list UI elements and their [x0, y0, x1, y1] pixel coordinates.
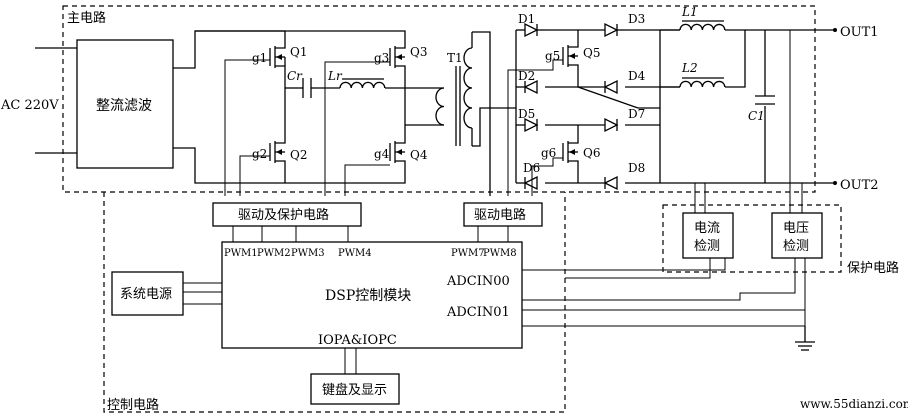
- current-detect-label-2: 检测: [694, 239, 720, 254]
- pin-pwm4: PWM4: [338, 248, 372, 259]
- diode-d5: [524, 117, 539, 133]
- d4-label: D4: [628, 69, 646, 83]
- pin-iopa-iopc: IOPA&IOPC: [318, 333, 397, 348]
- capacitor-c1: [755, 95, 775, 105]
- q2-label: Q2: [290, 148, 307, 162]
- c1-label: C1: [748, 109, 765, 123]
- drive-protection-label: 驱动及保护电路: [238, 207, 329, 223]
- d3-label: D3: [628, 12, 645, 26]
- system-power-label: 系统电源: [120, 287, 172, 302]
- diode-d6: [523, 175, 538, 191]
- d5-label: D5: [518, 107, 535, 121]
- main-circuit-label: 主电路: [67, 10, 106, 26]
- mosfet-q5: [507, 44, 579, 196]
- pin-pwm7: PWM7: [451, 248, 485, 259]
- secondary-wiring: [476, 29, 680, 184]
- output-terminals: [833, 28, 837, 185]
- pin-pwm3: PWM3: [291, 248, 325, 259]
- cr-label: Cr: [287, 69, 303, 83]
- protection-circuit-label: 保护电路: [847, 260, 899, 276]
- transformer-t1: [435, 31, 491, 196]
- out1-label: OUT1: [840, 25, 879, 40]
- mosfet-q1: [224, 45, 286, 196]
- inverter-bridge-wiring: [173, 30, 444, 184]
- diode-d3: [604, 22, 625, 38]
- diode-d2: [523, 79, 538, 95]
- d8-label: D8: [628, 161, 645, 175]
- pin-pwm8: PWM8: [483, 248, 517, 259]
- ac-input: AC 220V: [0, 47, 77, 154]
- d1-label: D1: [518, 12, 535, 26]
- pin-pwm2: PWM2: [257, 248, 291, 259]
- capacitor-cr: [300, 78, 315, 98]
- mosfet-q3: [324, 45, 406, 196]
- mosfet-q4: [344, 140, 406, 196]
- rectifier-filter-label: 整流滤波: [96, 98, 152, 114]
- drive-label: 驱动电路: [474, 207, 526, 223]
- diode-d8: [603, 175, 618, 191]
- voltage-detect-label-2: 检测: [783, 239, 809, 254]
- rectifier-filter-block: [76, 39, 174, 169]
- control-circuit-label: 控制电路: [107, 397, 159, 413]
- inductor-lr: [339, 78, 386, 89]
- system-power-block: [111, 271, 184, 316]
- l1-label: L1: [681, 5, 698, 19]
- diode-d7: [604, 117, 619, 133]
- lr-label: Lr: [327, 69, 343, 83]
- pin-adcin00: ADCIN00: [446, 274, 510, 289]
- l2-label: L2: [681, 61, 698, 75]
- pin-pwm1: PWM1: [224, 248, 258, 259]
- q5-label: Q5: [583, 46, 600, 60]
- watermark: www.55dianzi.com: [800, 397, 908, 411]
- d2-label: D2: [518, 69, 535, 83]
- mosfet-q2: [239, 140, 286, 196]
- diode-d1: [524, 22, 545, 38]
- drive-protection-block: [212, 202, 362, 227]
- q6-label: Q6: [583, 146, 600, 160]
- inductor-l2: [679, 77, 726, 88]
- main-circuit-boundary: [62, 5, 816, 193]
- detection-wiring: [514, 30, 806, 340]
- q1-label: Q1: [290, 45, 307, 59]
- ac-input-label: AC 220V: [0, 98, 59, 113]
- control-circuit-boundary: [103, 192, 566, 413]
- q3-label: Q3: [410, 45, 427, 59]
- ground-symbol: [795, 326, 815, 351]
- current-detect-label-1: 电流: [694, 221, 720, 236]
- g1-label: g1: [252, 51, 267, 65]
- t1-label: T1: [447, 51, 463, 65]
- g2-label: g2: [252, 147, 267, 161]
- g6-label: g6: [541, 146, 556, 160]
- keyboard-display-block: [310, 373, 400, 405]
- inductor-l1: [679, 20, 726, 31]
- output-filter-wiring: [660, 29, 835, 184]
- drive-block: [463, 202, 543, 227]
- diode-d4: [603, 79, 618, 95]
- q4-label: Q4: [410, 148, 428, 162]
- g4-label: g4: [374, 147, 390, 161]
- current-detect-block: [682, 212, 734, 259]
- mosfet-q6: [531, 140, 579, 196]
- keyboard-display-label: 键盘及显示: [322, 382, 387, 398]
- dsp-block: [221, 241, 523, 349]
- g3-label: g3: [374, 51, 389, 65]
- dsp-label: DSP控制模块: [325, 288, 411, 304]
- region-boundaries: [62, 5, 842, 413]
- d7-label: D7: [628, 107, 645, 121]
- g5-label: g5: [545, 49, 560, 63]
- voltage-detect-block: [771, 212, 823, 259]
- voltage-detect-label-1: 电压: [783, 221, 809, 236]
- out2-label: OUT2: [840, 178, 879, 193]
- pin-adcin01: ADCIN01: [446, 305, 510, 320]
- protection-circuit-boundary: [662, 204, 842, 273]
